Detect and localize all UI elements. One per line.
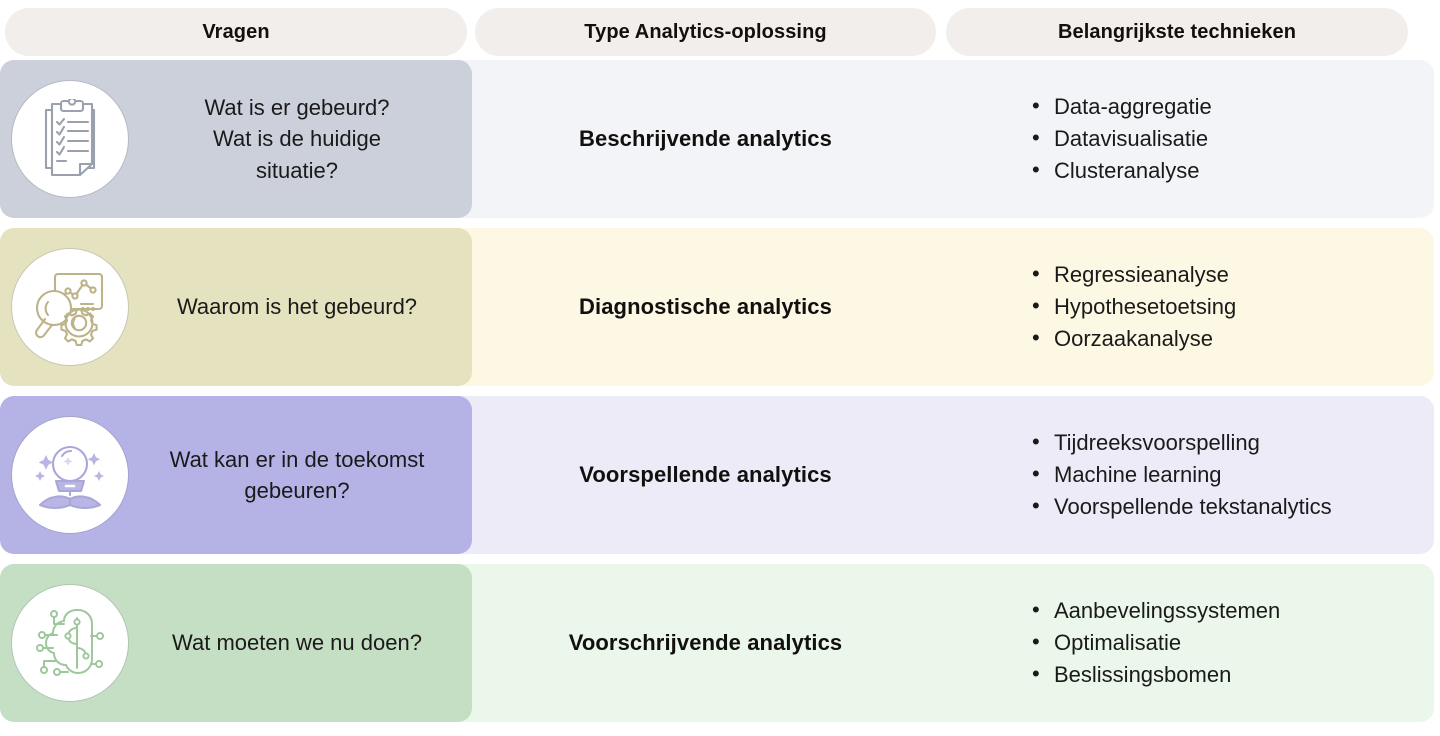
clipboard-checklist-icon: [12, 81, 128, 197]
techniques-list: Tijdreeksvoorspelling Machine learning V…: [1028, 396, 1434, 554]
column-header-type-analytics-oplossing: Type Analytics-oplossing: [475, 8, 936, 56]
column-header-label: Belangrijkste technieken: [1057, 20, 1297, 43]
question-text: Wat kan er in de toekomst gebeuren?: [169, 446, 425, 503]
crystal-ball-sparkles-icon: [12, 417, 128, 533]
column-header-label: Vragen: [202, 20, 270, 43]
techniques-list: Aanbevelingssystemen Optimalisatie Besli…: [1028, 564, 1434, 722]
analytics-type-label: Voorschrijvende analytics: [568, 630, 843, 655]
list-item: Clusteranalyse: [1028, 154, 1434, 187]
magnifier-dashboard-gear-icon: [12, 249, 128, 365]
question-pill: Wat moeten we nu doen?: [0, 564, 472, 722]
question-text: Waarom is het gebeurd?: [176, 294, 418, 320]
table-row: Wat moeten we nu doen? Voorschrijvende a…: [0, 564, 1434, 722]
table-row: Waarom is het gebeurd? Diagnostische ana…: [0, 228, 1434, 386]
list-item: Tijdreeksvoorspelling: [1028, 426, 1434, 459]
list-item: Beslissingsbomen: [1028, 658, 1434, 691]
analytics-type-label: Beschrijvende analytics: [579, 126, 832, 151]
question-pill: Waarom is het gebeurd?: [0, 228, 472, 386]
list-item: Aanbevelingssystemen: [1028, 594, 1434, 627]
analytics-type-label: Voorspellende analytics: [579, 462, 832, 487]
list-item: Voorspellende tekstanalytics: [1028, 490, 1434, 523]
list-item: Optimalisatie: [1028, 626, 1434, 659]
table-header: Vragen Type Analytics-oplossing Belangri…: [0, 8, 1440, 56]
question-text: Wat is er gebeurd? Wat is de huidige sit…: [204, 95, 390, 183]
question-pill: Wat kan er in de toekomst gebeuren?: [0, 396, 472, 554]
column-header-belangrijkste-technieken: Belangrijkste technieken: [946, 8, 1408, 56]
analytics-type-label: Diagnostische analytics: [579, 294, 832, 319]
question-pill: Wat is er gebeurd? Wat is de huidige sit…: [0, 60, 472, 218]
techniques-list: Regressieanalyse Hypothesetoetsing Oorza…: [1028, 228, 1434, 386]
list-item: Hypothesetoetsing: [1028, 290, 1434, 323]
list-item: Data-aggregatie: [1028, 90, 1434, 123]
table-row: Wat kan er in de toekomst gebeuren? Voor…: [0, 396, 1434, 554]
table-row: Wat is er gebeurd? Wat is de huidige sit…: [0, 60, 1434, 218]
techniques-list: Data-aggregatie Datavisualisatie Cluster…: [1028, 60, 1434, 218]
list-item: Machine learning: [1028, 458, 1434, 491]
ai-brain-circuit-icon: [12, 585, 128, 701]
column-header-label: Type Analytics-oplossing: [584, 20, 827, 43]
column-header-vragen: Vragen: [5, 8, 467, 56]
list-item: Regressieanalyse: [1028, 258, 1434, 291]
list-item: Datavisualisatie: [1028, 122, 1434, 155]
list-item: Oorzaakanalyse: [1028, 322, 1434, 355]
question-text: Wat moeten we nu doen?: [172, 630, 422, 656]
